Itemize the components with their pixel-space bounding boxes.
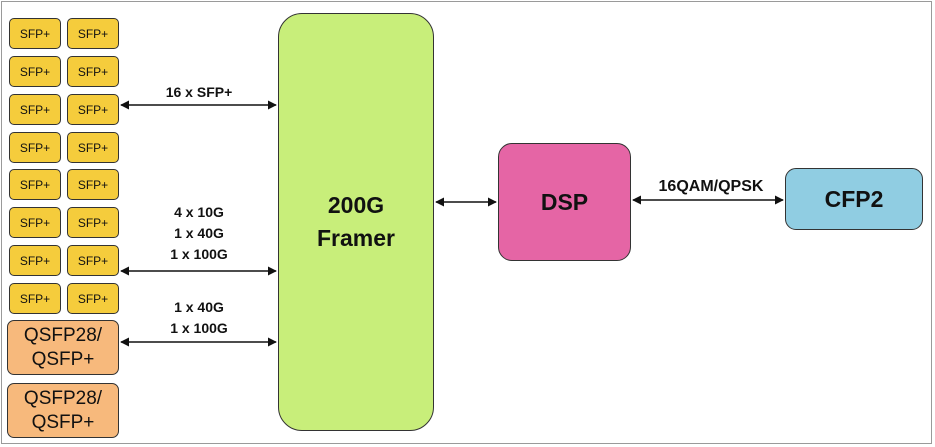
sfp-module: SFP+ <box>9 169 61 200</box>
sfp-module: SFP+ <box>9 283 61 314</box>
mixed-link-label: 4 x 10G 1 x 40G 1 x 100G <box>170 204 228 262</box>
sfp-module: SFP+ <box>67 283 119 314</box>
sfp-link-label: 16 x SFP+ <box>165 84 233 100</box>
qsfp-module: QSFP28/ QSFP+ <box>7 383 119 438</box>
sfp-module: SFP+ <box>9 207 61 238</box>
qsfp-module: QSFP28/ QSFP+ <box>7 320 119 375</box>
sfp-module: SFP+ <box>67 245 119 276</box>
sfp-module: SFP+ <box>67 18 119 49</box>
qsfp-link-label: 1 x 40G 1 x 100G <box>170 299 228 336</box>
framer-block: 200G Framer <box>278 13 434 431</box>
sfp-module: SFP+ <box>9 132 61 163</box>
sfp-module: SFP+ <box>67 94 119 125</box>
sfp-module: SFP+ <box>9 18 61 49</box>
sfp-module: SFP+ <box>67 132 119 163</box>
sfp-module: SFP+ <box>67 169 119 200</box>
modulation-link-label: 16QAM/QPSK <box>658 178 764 195</box>
sfp-module: SFP+ <box>67 207 119 238</box>
dsp-block: DSP <box>498 143 631 261</box>
sfp-module: SFP+ <box>9 94 61 125</box>
sfp-module: SFP+ <box>9 56 61 87</box>
sfp-module: SFP+ <box>67 56 119 87</box>
sfp-module: SFP+ <box>9 245 61 276</box>
cfp2-block: CFP2 <box>785 168 923 230</box>
